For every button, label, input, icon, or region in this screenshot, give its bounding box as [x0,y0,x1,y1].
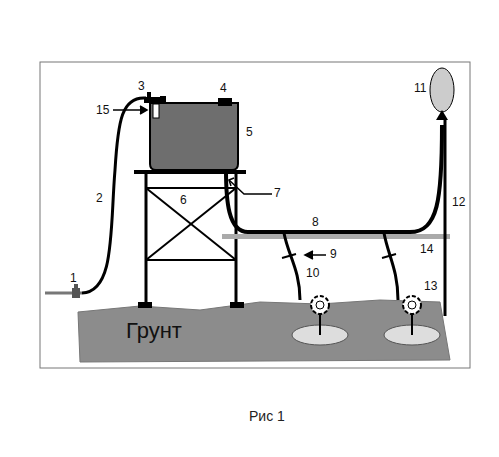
lid [218,98,232,106]
callout-number: 13 [424,280,437,293]
valve [144,97,162,103]
frame [40,62,470,368]
ground-label: Грунт [126,318,182,344]
callout-number: 7 [274,187,281,200]
tank [150,103,238,170]
drip-valves [282,254,396,258]
balloon [430,68,454,112]
callout-number: 12 [452,196,465,209]
plants [292,296,440,345]
callout-number: 1 [70,272,77,285]
main-pipe [226,125,442,232]
callout-number: 14 [420,243,433,256]
callout-number: 8 [312,216,319,229]
droppers [284,233,398,300]
callout-number: 6 [180,194,187,207]
callout-number: 5 [246,126,253,139]
post [444,120,447,316]
callout-number: 9 [330,248,337,261]
ground-band: Грунт [126,318,182,344]
callout-number: 2 [96,192,103,205]
callout-number: 15 [96,104,109,117]
bar [222,234,450,239]
callout-number: 3 [138,80,145,93]
callout-number: 10 [306,267,319,280]
callout-number: 4 [220,82,227,95]
leaders [113,106,326,259]
hose [82,98,146,293]
float [153,104,159,118]
figure-caption: Рис 1 [249,408,285,424]
ground [78,300,450,362]
callout-number: 11 [414,82,426,95]
tap [72,288,80,298]
